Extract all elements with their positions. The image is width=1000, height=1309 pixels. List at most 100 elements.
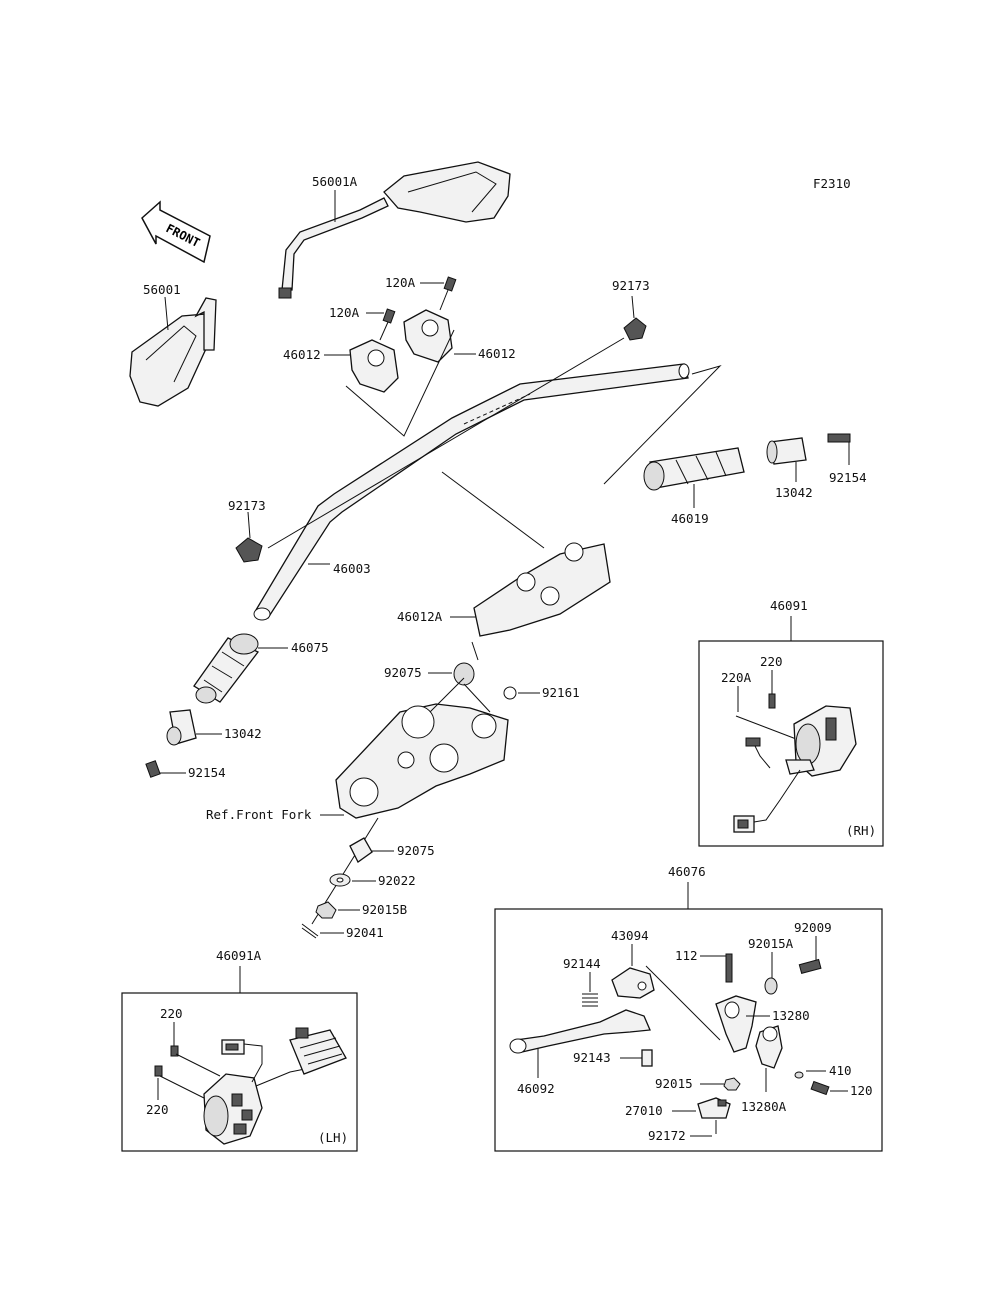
nut-92015 [723,1077,741,1091]
label-92022: 92022 [378,873,416,888]
screw-220A-rh [735,715,805,743]
label-46076: 46076 [668,864,706,879]
switch-13280A [755,1025,783,1069]
damper-92075-bottom [349,837,373,863]
label-220-rh: 220 [760,654,783,669]
washer-410 [794,1071,804,1079]
box-46076 [494,908,883,1152]
label-120A: 120A [329,305,360,320]
label-46091A: 46091A [216,948,262,963]
label-410: 410 [829,1063,852,1078]
handlebar-46003 [253,363,690,621]
washer-92022 [329,873,351,887]
bolt-112 [725,953,733,983]
label-43094: 43094 [611,928,649,943]
weight-13042-left [166,709,197,746]
grip-46075 [193,633,260,704]
label-46075: 46075 [291,640,329,655]
nut-92015B [315,901,337,919]
label-92075-top: 92075 [384,665,422,680]
balancer-92173-left [235,537,263,563]
stem-leader-lines [429,677,491,713]
label-13280: 13280 [772,1008,810,1023]
box-46091A-lh [121,992,358,1152]
label-92161: 92161 [542,685,580,700]
holder-46012A [471,542,611,661]
leader-holder-line [441,471,545,549]
label-13280A: 13280A [741,1099,787,1114]
bracket-13280 [715,995,757,1053]
label-56001: 56001 [143,282,181,297]
label-220A-rh: 220A [721,670,752,685]
grip-46019 [643,447,745,491]
adjuster-43094 [611,967,655,999]
label-92075-bottom: 92075 [397,843,435,858]
switch-housing-rh [733,705,857,833]
label-220-lh-top: 220 [160,1006,183,1021]
label-92015A: 92015A [748,936,794,951]
screw-92154-right [827,433,851,443]
lever-46092 [509,1009,651,1054]
bolt-120A [379,308,396,341]
steering-stem-bracket [335,703,509,819]
tag-rh: (RH) [846,823,876,838]
screw-92009 [798,958,822,975]
cap-92161 [503,686,517,700]
collar-92143 [641,1049,653,1067]
label-120: 120 [850,1083,873,1098]
screw-220-lh-top [175,1053,221,1077]
label-92172: 92172 [648,1128,686,1143]
nut-92015A [764,977,778,995]
label-92173-left: 92173 [228,498,266,513]
leader-92173-top [631,295,635,319]
leader-bar-top [267,337,625,549]
label-13042-right: 13042 [775,485,813,500]
label-92015: 92015 [655,1076,693,1091]
clamp-46012-right [403,309,453,363]
front-arrow-icon: FRONT [141,200,211,264]
label-92143: 92143 [573,1050,611,1065]
label-56001A: 56001A [312,174,358,189]
damper-92075-top [453,662,475,686]
mirror-left-56001 [129,297,217,407]
label-92154-right: 92154 [829,470,867,485]
screw-120 [810,1080,830,1096]
label-92009: 92009 [794,920,832,935]
label-46012-left: 46012 [283,347,321,362]
right-grip-lines [603,364,722,485]
label-92154-left: 92154 [188,765,226,780]
label-46012A: 46012A [397,609,443,624]
balancer-92173-top [623,317,647,341]
label-46003: 46003 [333,561,371,576]
label-46012-right: 46012 [478,346,516,361]
label-ref-front-fork: Ref.Front Fork [206,807,312,822]
label-92015B: 92015B [362,902,407,917]
lever-pivot-line [645,965,721,1041]
label-13042-left: 13042 [224,726,262,741]
label-112: 112 [675,948,698,963]
label-46019: 46019 [671,511,709,526]
clamp-46012-left [349,339,399,393]
label-92041: 92041 [346,925,384,940]
weight-13042-right [766,437,807,465]
label-220-lh-bottom: 220 [146,1102,169,1117]
screw-92154-left [145,760,161,778]
label-92173-top: 92173 [612,278,650,293]
mirror-right-56001A [278,161,511,299]
spring-92144 [582,993,598,1007]
tag-lh: (LH) [318,1130,348,1145]
switch-housing-lh [203,1027,347,1145]
leader-92173-left [247,511,251,539]
label-46092: 46092 [517,1081,555,1096]
pin-92041 [301,923,319,939]
switch-27010 [697,1097,731,1119]
figure-code: F2310 [813,176,851,191]
clamp-bracket-lines [345,329,455,437]
bolt-120A-top [439,276,457,311]
leader-56001 [164,296,169,331]
label-27010: 27010 [625,1103,663,1118]
box-46091-rh [698,640,884,847]
screw-220-lh-bottom [159,1075,205,1099]
label-46091: 46091 [770,598,808,613]
